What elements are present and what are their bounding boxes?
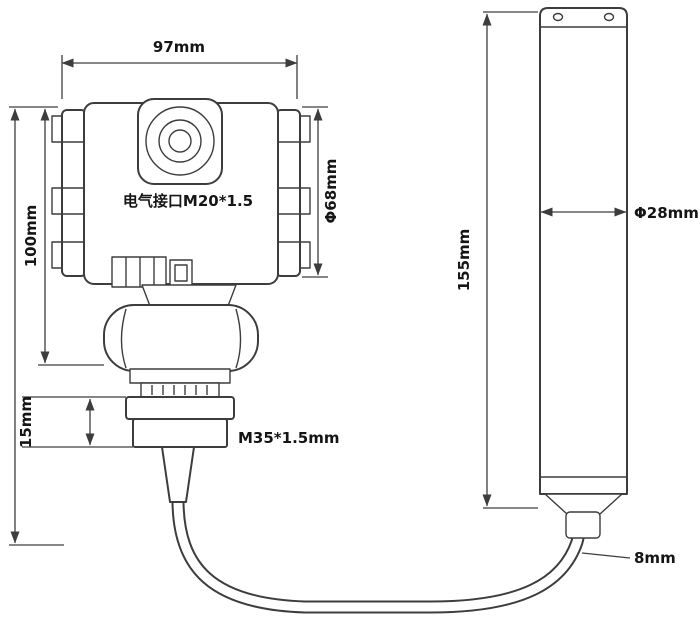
transmitter-assembly	[51, 98, 311, 503]
probe-body	[539, 7, 628, 495]
left-end-cap	[51, 109, 87, 277]
terminal-block	[111, 256, 193, 288]
dim-probe-length: 155mm	[455, 11, 538, 509]
dim-head-width: 97mm	[61, 38, 298, 99]
dim-thread-length: 15mm	[17, 396, 133, 448]
dim-head-width-label: 97mm	[153, 38, 205, 56]
probe-cable-gland	[565, 511, 601, 539]
cable-outline	[171, 468, 591, 614]
connection-cable	[171, 468, 591, 614]
dim-probe-length-label: 155mm	[455, 229, 473, 292]
upper-plate	[129, 368, 231, 384]
dim-cable-diameter-label: 8mm	[634, 549, 676, 567]
label-process-thread: M35*1.5mm	[238, 429, 339, 447]
cable-strain-relief	[161, 446, 195, 503]
probe-vent-hole-left	[552, 12, 564, 22]
probe-taper	[544, 493, 623, 515]
dim-overall-height	[9, 106, 64, 546]
right-end-cap	[275, 109, 311, 277]
dim-cable-diameter: 8mm	[581, 549, 676, 567]
dim-probe-diameter-label: Φ28mm	[634, 204, 699, 222]
process-connection	[103, 304, 259, 372]
port-center-hole	[168, 129, 192, 153]
label-electrical-port: 电气接口M20*1.5	[123, 192, 253, 210]
electrical-port	[137, 98, 223, 185]
mounting-flange-stack	[125, 368, 235, 503]
cable-core	[173, 468, 589, 612]
thread-nut	[132, 418, 228, 448]
neck	[141, 284, 237, 307]
dim-head-height: 100mm	[22, 108, 104, 366]
probe-vent-hole-right	[603, 12, 615, 22]
dim-head-diameter: Φ68mm	[302, 106, 340, 278]
leader-line	[581, 552, 631, 559]
flange-plate	[125, 396, 235, 420]
probe-assembly	[539, 7, 628, 539]
dim-probe-diameter: Φ28mm	[540, 204, 699, 222]
dim-thread-length-label: 15mm	[17, 396, 35, 448]
dim-head-diameter-label: Φ68mm	[322, 159, 340, 224]
dim-head-height-label: 100mm	[22, 205, 40, 268]
